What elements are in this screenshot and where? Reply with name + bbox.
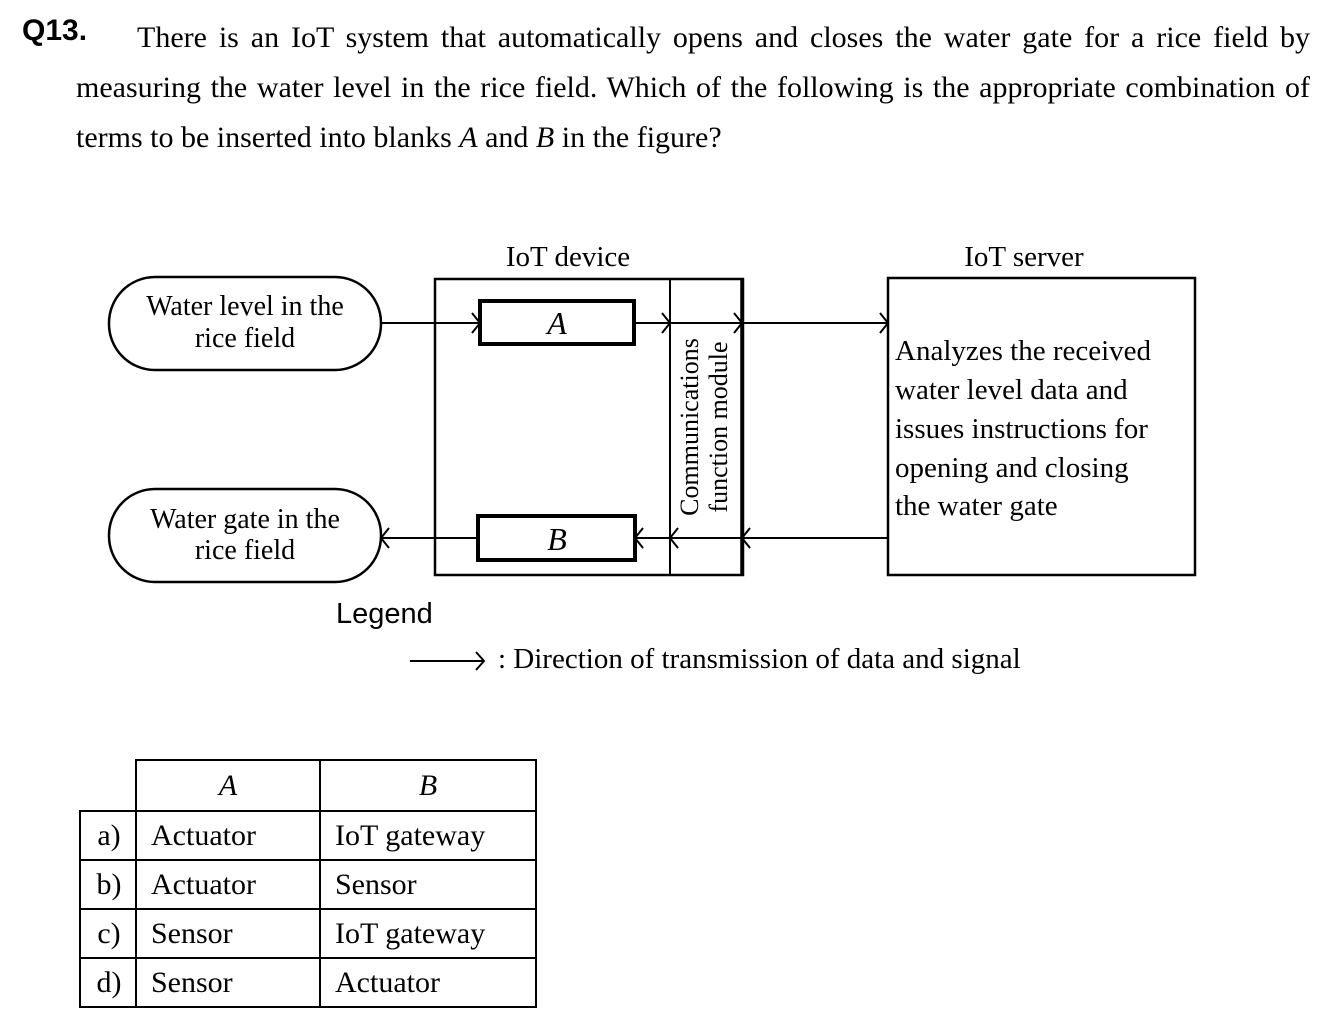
iot-system-diagram: IoT device IoT server Water level in the… xyxy=(107,241,1197,671)
water-gate-terminal xyxy=(107,487,383,584)
column-header-a: A xyxy=(135,759,321,812)
server-text-line4: opening and closing xyxy=(895,452,1129,484)
question-text: There is an IoT system that automaticall… xyxy=(76,13,1310,163)
blank-box-a-label: A xyxy=(545,305,567,341)
server-text-line1: Analyzes the received xyxy=(895,335,1152,367)
lower-flow-arrows xyxy=(379,527,888,549)
table-header-row: A B xyxy=(80,759,537,812)
answer-choices-table: A B a) Actuator IoT gateway b) Actuator … xyxy=(79,759,537,1008)
choice-label: c) xyxy=(79,908,137,959)
table-row[interactable]: b) Actuator Sensor xyxy=(79,859,537,910)
table-corner xyxy=(80,760,137,812)
server-text-line5: the water gate xyxy=(895,490,1058,522)
water-gate-label-line2: rice field xyxy=(195,535,295,566)
choice-b-value: Actuator xyxy=(319,957,537,1008)
iot-server-box xyxy=(886,276,1197,577)
table-row[interactable]: c) Sensor IoT gateway xyxy=(79,908,537,959)
legend-title: Legend xyxy=(336,598,433,630)
blank-box-b-label: B xyxy=(547,521,567,557)
question-text-part1: There is an IoT system that automaticall… xyxy=(76,21,1310,154)
iot-device-label: IoT device xyxy=(506,241,630,273)
column-header-b: B xyxy=(319,759,537,812)
legend-description: : Direction of transmission of data and … xyxy=(498,643,1021,675)
choice-a-value: Sensor xyxy=(135,908,321,959)
legend-arrow-icon xyxy=(410,651,486,671)
comm-module-label-line2: function module xyxy=(704,341,733,512)
table-row[interactable]: a) Actuator IoT gateway xyxy=(79,810,537,861)
water-level-label-line1: Water level in the xyxy=(146,291,344,322)
question-text-part3: in the figure? xyxy=(554,121,722,154)
choice-a-value: Sensor xyxy=(135,957,321,1008)
server-text-line3: issues instructions for xyxy=(895,413,1148,445)
water-gate-label-line1: Water gate in the xyxy=(150,504,340,535)
iot-server-label: IoT server xyxy=(964,241,1084,273)
blank-a-ref: A xyxy=(459,121,478,154)
water-level-label-line2: rice field xyxy=(195,323,295,354)
upper-flow-arrows xyxy=(381,312,890,334)
choice-label: a) xyxy=(79,810,137,861)
choice-label: d) xyxy=(79,957,137,1008)
choice-b-value: Sensor xyxy=(319,859,537,910)
choice-b-value: IoT gateway xyxy=(319,908,537,959)
table-row[interactable]: d) Sensor Actuator xyxy=(79,957,537,1008)
blank-b-ref: B xyxy=(535,121,555,154)
choice-a-value: Actuator xyxy=(135,859,321,910)
choice-a-value: Actuator xyxy=(135,810,321,861)
choice-b-value: IoT gateway xyxy=(319,810,537,861)
comm-module-label-line1: Communications xyxy=(675,338,704,516)
server-text-line2: water level data and xyxy=(895,374,1128,406)
question-number: Q13. xyxy=(22,14,88,47)
question-text-part2: and xyxy=(477,121,536,154)
choice-label: b) xyxy=(79,859,137,910)
